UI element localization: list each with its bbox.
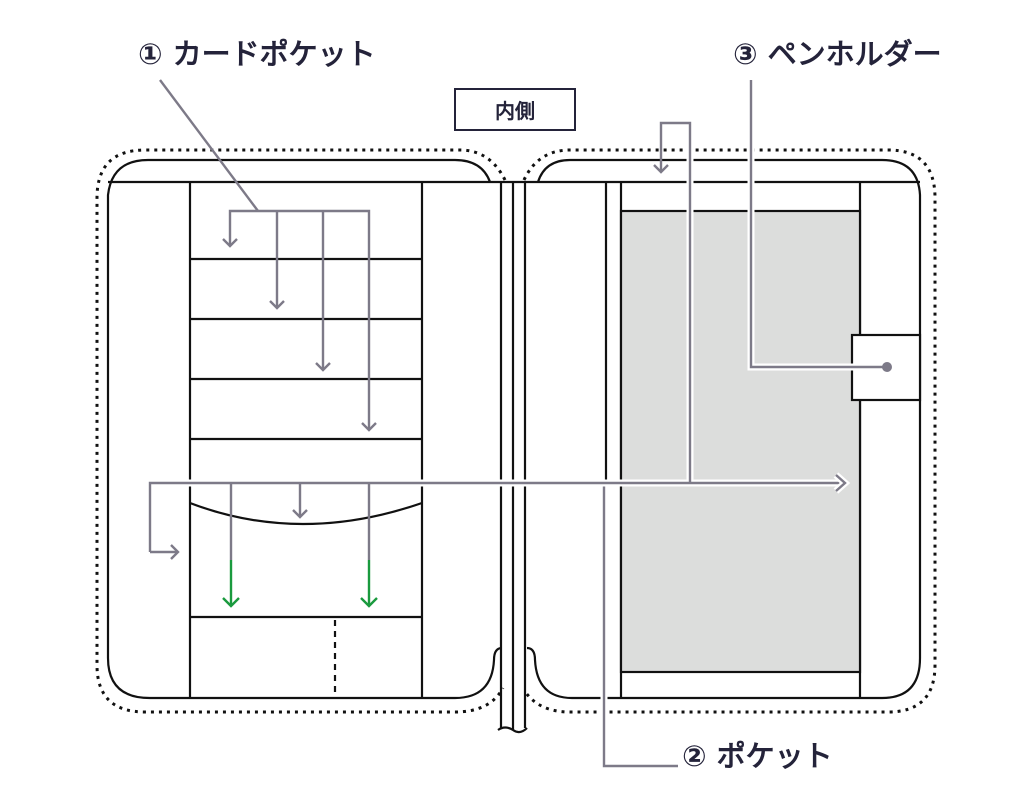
spine xyxy=(497,182,528,734)
right-cover xyxy=(522,148,937,714)
left-zipper-outline xyxy=(95,148,507,714)
pen-holder-label: ③ ペンホルダー xyxy=(733,37,942,71)
arrow-down-icon xyxy=(269,300,285,310)
pen-holder-leader xyxy=(747,80,892,372)
green-arrow-down-icon xyxy=(360,597,378,608)
pocket-leaders xyxy=(148,121,851,768)
inside-label-box: 内側 xyxy=(454,88,576,131)
arrow-down-icon xyxy=(292,509,308,519)
inside-label: 内側 xyxy=(495,99,535,123)
card-pocket-leaders xyxy=(159,79,377,432)
arrow-down-icon xyxy=(222,238,238,248)
card-pocket-label: ① カードポケット xyxy=(138,37,376,71)
left-cover-edge xyxy=(106,158,503,700)
arrow-down-icon xyxy=(315,362,331,372)
arrow-down-icon xyxy=(361,422,377,432)
green-arrow-down-icon xyxy=(222,597,240,608)
card-pocket-panel xyxy=(188,182,424,698)
arrow-right-icon xyxy=(833,472,851,494)
pen-holder-dot xyxy=(882,362,892,372)
right-cover-edge xyxy=(526,158,922,700)
pocket-label: ② ポケット xyxy=(682,739,833,773)
right-zipper-outline xyxy=(522,148,937,714)
curved-pocket-opening xyxy=(189,501,423,526)
arrow-right-icon xyxy=(170,544,180,560)
notebook-pocket xyxy=(619,209,862,674)
arrow-down-icon xyxy=(653,164,669,174)
